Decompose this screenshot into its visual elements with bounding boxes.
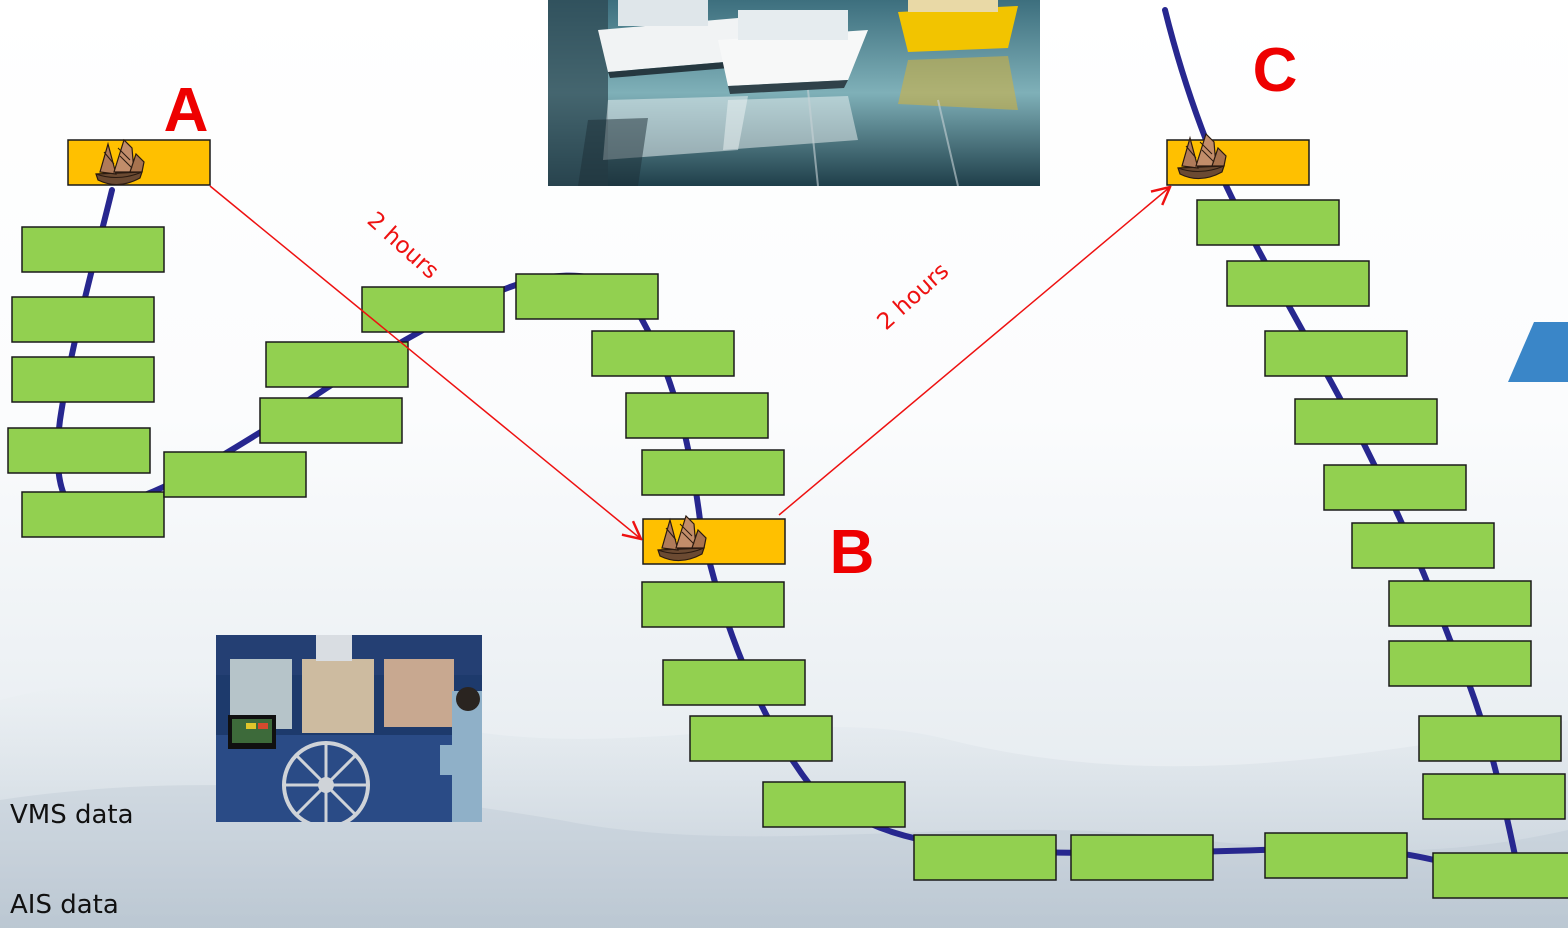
point-label-a: A xyxy=(164,76,209,145)
ais-box xyxy=(1389,581,1531,626)
ais-box xyxy=(22,492,164,537)
point-label-c: C xyxy=(1253,36,1298,105)
ais-box xyxy=(1071,835,1213,880)
ais-box xyxy=(642,582,784,627)
ais-box xyxy=(1265,331,1407,376)
ais-box xyxy=(516,274,658,319)
ais-box xyxy=(1324,465,1466,510)
ais-box xyxy=(1265,833,1407,878)
ais-box xyxy=(1433,853,1568,898)
ais-box xyxy=(1423,774,1565,819)
ais-box xyxy=(12,357,154,402)
ais-box xyxy=(362,287,504,332)
legend-vms: VMS data xyxy=(10,800,134,830)
ais-box xyxy=(1352,523,1494,568)
ais-box xyxy=(1295,399,1437,444)
ais-box xyxy=(8,428,150,473)
ais-box xyxy=(592,331,734,376)
ais-box xyxy=(1419,716,1561,761)
point-label-b: B xyxy=(830,518,875,587)
ais-box xyxy=(266,342,408,387)
ais-box xyxy=(1227,261,1369,306)
ais-box xyxy=(642,450,784,495)
ais-box xyxy=(663,660,805,705)
ais-box xyxy=(1389,641,1531,686)
ais-box xyxy=(690,716,832,761)
ais-box xyxy=(914,835,1056,880)
ais-box xyxy=(164,452,306,497)
ais-box xyxy=(626,393,768,438)
interval-label-b-c: 2 hours xyxy=(872,258,954,335)
ais-boxes xyxy=(8,200,1568,898)
ais-box xyxy=(763,782,905,827)
interval-label-a-b: 2 hours xyxy=(362,207,444,284)
ais-box xyxy=(1197,200,1339,245)
ais-box xyxy=(260,398,402,443)
ais-box xyxy=(12,297,154,342)
ais-box xyxy=(22,227,164,272)
interval-arrow-b-c xyxy=(779,187,1170,515)
legend-ais: AIS data xyxy=(10,890,119,920)
